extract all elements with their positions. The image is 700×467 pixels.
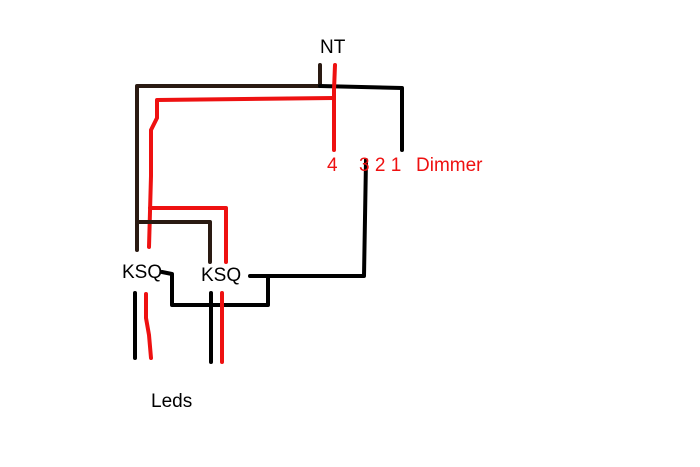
black-wire-ksq-link bbox=[160, 270, 270, 307]
ksq-left-label: KSQ bbox=[122, 262, 163, 283]
red-wire-nt-to-left-ksq bbox=[147, 96, 336, 249]
dimmer-label: Dimmer bbox=[416, 155, 483, 176]
brown-wire-to-right-ksq bbox=[135, 220, 212, 264]
terminals-321-label: 3 2 1 bbox=[359, 155, 402, 176]
brown-wire-nt-to-left-ksq bbox=[135, 63, 322, 252]
led-wire-left-red bbox=[144, 292, 153, 360]
nt-label: NT bbox=[320, 37, 346, 58]
red-wire-nt-to-terminal-4 bbox=[332, 63, 337, 152]
red-wire-to-right-ksq bbox=[148, 206, 228, 264]
leds-label: Leds bbox=[151, 391, 193, 412]
black-wire-dimmer-3-to-right-ksq bbox=[248, 158, 368, 278]
terminal-4-label: 4 bbox=[327, 155, 338, 176]
black-wire-nt-to-dimmer-1 bbox=[318, 84, 404, 152]
ksq-right-label: KSQ bbox=[201, 265, 242, 286]
